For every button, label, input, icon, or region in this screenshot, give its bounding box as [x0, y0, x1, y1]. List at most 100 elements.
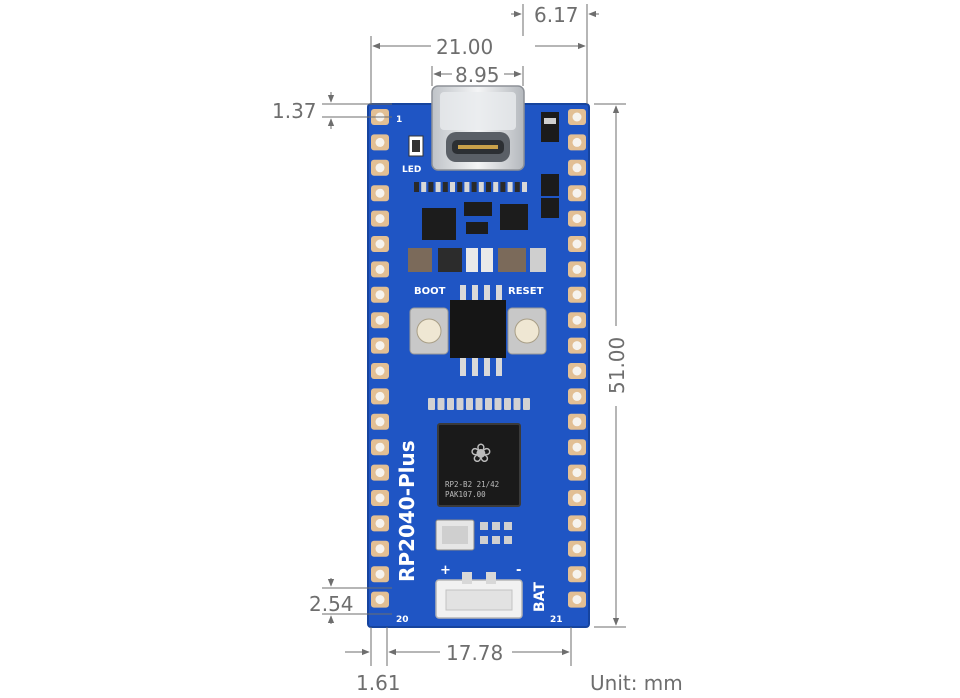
- pin-hole: [572, 493, 582, 503]
- smd-capacitor: [466, 398, 473, 410]
- dim-overall-width-value: 21.00: [436, 35, 493, 59]
- charger-chip: [500, 204, 528, 230]
- bat-label: BAT: [532, 582, 548, 612]
- pin-hole: [375, 264, 385, 274]
- pin-hole: [572, 137, 582, 147]
- decoupling-capacitors: [428, 398, 530, 410]
- dim-pin-pitch-value: 2.54: [309, 592, 354, 616]
- smd-component: [464, 182, 470, 192]
- dim-edge-offset-value: 1.61: [356, 671, 401, 695]
- pin-hole: [572, 290, 582, 300]
- pin-hole: [572, 341, 582, 351]
- smd-capacitor: [494, 398, 502, 410]
- reset-label: RESET: [508, 286, 544, 297]
- pin-20-label: 20: [396, 615, 409, 625]
- smd-component: [435, 182, 441, 192]
- pin-hole: [375, 544, 385, 554]
- dim-top-offset-value: 1.37: [272, 99, 317, 123]
- pin-hole: [375, 417, 385, 427]
- smd-component: [428, 182, 434, 192]
- pin-hole: [572, 366, 582, 376]
- dimension-top-offset: 1.37: [272, 92, 335, 129]
- smd-capacitor: [504, 398, 511, 410]
- led-label: LED: [402, 165, 421, 175]
- pin-hole: [572, 315, 582, 325]
- pin-21-label: 21: [550, 615, 563, 625]
- smd-component: [507, 182, 513, 192]
- smd-component: [442, 182, 448, 192]
- unit-label: Unit: mm: [590, 671, 683, 695]
- pin-hole: [375, 442, 385, 452]
- regulator-chip: [422, 208, 456, 240]
- pin-hole: [572, 595, 582, 605]
- battery-connector: [435, 572, 523, 619]
- dim-usb-width-value: 8.95: [455, 63, 500, 87]
- dimension-usb-width: 8.95: [433, 63, 522, 87]
- svg-text:❀: ❀: [470, 439, 492, 469]
- board-name-label: RP2040-Plus: [395, 440, 419, 582]
- smd-component: [457, 182, 463, 192]
- chip-marking-line1: RP2-B2 21/42: [445, 480, 499, 489]
- pin-hole: [572, 442, 582, 452]
- pin-hole: [375, 188, 385, 198]
- pin-pads-right: [568, 109, 586, 608]
- minus-label: -: [516, 563, 521, 578]
- boot-label: BOOT: [414, 286, 446, 297]
- smd-component: [522, 182, 527, 192]
- plus-label: +: [440, 563, 451, 578]
- pin-hole: [572, 112, 582, 122]
- pin-hole: [375, 163, 385, 173]
- pin-hole: [375, 290, 385, 300]
- pin-hole: [572, 239, 582, 249]
- pin-hole: [572, 163, 582, 173]
- pin-hole: [572, 544, 582, 554]
- pin-pads-left: [371, 109, 389, 608]
- pin-hole: [572, 518, 582, 528]
- flash-chip: [450, 285, 506, 376]
- smd-component: [414, 182, 419, 192]
- dimension-usb-overhang: 6.17: [511, 3, 599, 27]
- smd-component: [500, 182, 506, 192]
- smd-capacitor: [428, 398, 435, 410]
- reset-button: [507, 307, 547, 355]
- dimension-pin-pitch: 2.54: [309, 578, 354, 624]
- dimension-pin-row-spacing: 17.78: [388, 641, 570, 665]
- smd-component: [486, 182, 491, 192]
- dimension-length: 51.00: [605, 105, 629, 626]
- pin-hole: [375, 315, 385, 325]
- pin-hole: [572, 468, 582, 478]
- pin-hole: [572, 188, 582, 198]
- smd-component: [493, 182, 499, 192]
- pin-hole: [375, 595, 385, 605]
- pin-1-label: 1: [396, 115, 402, 125]
- pin-hole: [572, 391, 582, 401]
- pin-hole: [375, 214, 385, 224]
- smd-capacitor: [485, 398, 492, 410]
- pin-hole: [375, 341, 385, 351]
- smd-capacitor: [437, 398, 445, 410]
- smd-capacitor: [513, 398, 521, 410]
- smd-component: [514, 182, 520, 192]
- dim-usb-overhang-value: 6.17: [534, 3, 579, 27]
- smd-capacitor: [447, 398, 454, 410]
- smd-component: [478, 182, 484, 192]
- dimension-overall-width: 21.00: [372, 35, 586, 59]
- pin-hole: [572, 569, 582, 579]
- pin-hole: [375, 391, 385, 401]
- pin-hole: [572, 264, 582, 274]
- smd-component: [450, 182, 455, 192]
- pin-hole: [375, 366, 385, 376]
- pin-hole: [375, 137, 385, 147]
- rp2040-chip: ❀ RP2-B2 21/42 PAK107.00: [437, 423, 521, 507]
- pin-hole: [572, 214, 582, 224]
- chip-marking-line2: PAK107.00: [445, 490, 486, 499]
- passive-components: [414, 182, 527, 192]
- dimension-edge-offset: 1.61: [345, 648, 401, 695]
- dim-length-value: 51.00: [605, 337, 629, 394]
- smd-component: [421, 182, 427, 192]
- pin-hole: [375, 468, 385, 478]
- smd-capacitor: [523, 398, 530, 410]
- smd-component: [471, 182, 477, 192]
- smd-capacitor: [475, 398, 483, 410]
